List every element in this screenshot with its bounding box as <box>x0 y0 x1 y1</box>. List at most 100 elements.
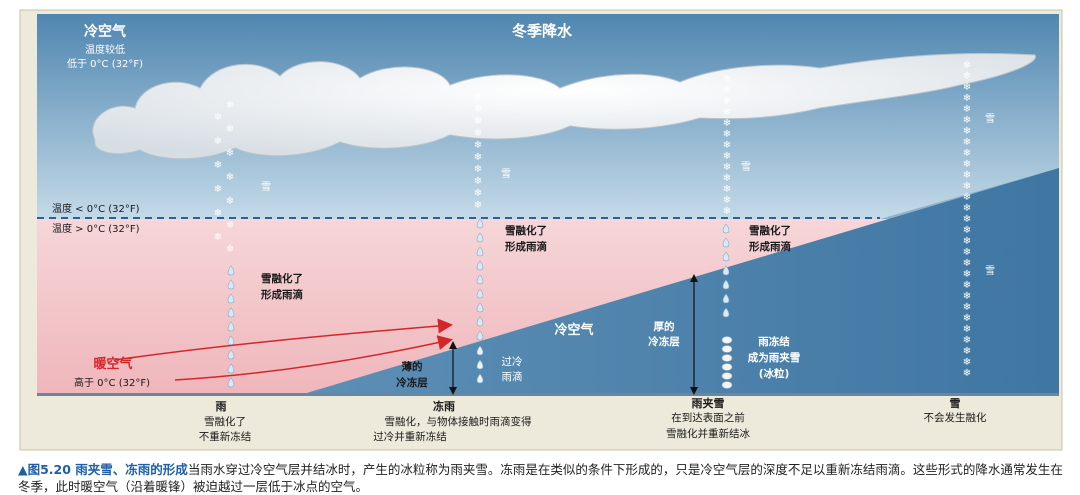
ground-line <box>37 393 1059 396</box>
ice-pellet-icon <box>722 364 732 371</box>
ice-pellet-icon <box>722 337 732 344</box>
snowflake-icon: ❄ <box>723 96 731 107</box>
snowflake-icon: ❄ <box>963 357 971 368</box>
figure-caption: ▲图5.20 雨夹雪、冻雨的形成当雨水穿过冷空气层并结冰时，产生的冰粒称为雨夹雪… <box>18 461 1068 495</box>
snowflake-icon: ❄ <box>723 173 731 184</box>
melt-label-1a: 雪融化了 <box>261 272 303 285</box>
snow-label-5: 雪 <box>985 265 995 277</box>
snowflake-icon: ❄ <box>723 195 731 206</box>
col-freezing-rain-name: 冻雨 <box>433 399 455 413</box>
snowflake-icon: ❄ <box>214 184 222 195</box>
supercooled-label-b: 雨滴 <box>502 370 523 383</box>
snowflake-icon: ❄ <box>723 118 731 129</box>
snowflake-icon: ❄ <box>474 200 482 211</box>
snow-label-1: 雪 <box>261 181 271 193</box>
snowflake-icon: ❄ <box>474 176 482 187</box>
snow-label-4: 雪 <box>985 113 995 125</box>
snowflake-icon: ❄ <box>474 140 482 151</box>
snowflake-icon: ❄ <box>723 151 731 162</box>
snowflake-icon: ❄ <box>474 164 482 175</box>
snowflake-icon: ❄ <box>963 82 971 93</box>
snowflake-icon: ❄ <box>963 269 971 280</box>
snowflake-icon: ❄ <box>226 124 234 135</box>
snowflake-icon: ❄ <box>214 136 222 147</box>
snowflake-icon: ❄ <box>723 107 731 118</box>
snowflake-icon: ❄ <box>963 181 971 192</box>
melt-label-2b: 形成雨滴 <box>505 240 547 253</box>
col-sleet-desc-b: 雪融化并重新结冰 <box>666 427 750 440</box>
snowflake-icon: ❄ <box>723 74 731 85</box>
figure-label: ▲图5.20 雨夹雪、冻雨的形成 <box>18 462 188 477</box>
melt-label-3a: 雪融化了 <box>749 224 791 237</box>
snowflake-icon: ❄ <box>963 313 971 324</box>
snowflake-icon: ❄ <box>963 346 971 357</box>
col-rain-name: 雨 <box>216 400 227 413</box>
snowflake-icon: ❄ <box>963 93 971 104</box>
snowflake-icon: ❄ <box>963 71 971 82</box>
cold-air-line2: 低于 0°C (32°F) <box>67 57 143 70</box>
col-freezing-rain-desc-a: 雪融化，与物体接触时雨滴变得 <box>385 415 532 428</box>
snowflake-icon: ❄ <box>963 137 971 148</box>
warm-air-title: 暖空气 <box>93 356 132 372</box>
snowflake-icon: ❄ <box>474 104 482 115</box>
snowflake-icon: ❄ <box>226 148 234 159</box>
thin-layer-label-a: 薄的 <box>402 360 423 373</box>
snowflake-icon: ❄ <box>474 92 482 103</box>
col-sleet-name: 雨夹雪 <box>692 396 725 410</box>
snow-label-3: 雪 <box>741 161 751 173</box>
cold-air-line1: 温度较低 <box>85 43 125 56</box>
snowflake-icon: ❄ <box>474 152 482 163</box>
snowflake-icon: ❄ <box>723 206 731 217</box>
snowflake-icon: ❄ <box>963 214 971 225</box>
thin-layer-label-b: 冷冻层 <box>396 376 428 389</box>
col-rain-desc-a: 雪融化了 <box>204 415 246 428</box>
cold-air-wedge-label: 冷空气 <box>554 322 593 338</box>
ice-pellet-icon <box>722 355 732 362</box>
snowflake-icon: ❄ <box>723 129 731 140</box>
thick-layer-label-a: 厚的 <box>654 320 675 333</box>
supercooled-label-a: 过冷 <box>502 355 523 368</box>
sleet-note-c: (冰粒) <box>759 367 790 380</box>
temp-above-label: 温度 > 0°C (32°F) <box>52 222 140 235</box>
snowflake-icon: ❄ <box>963 291 971 302</box>
melt-label-1b: 形成雨滴 <box>261 288 303 301</box>
snowflake-icon: ❄ <box>963 60 971 71</box>
snowflake-icon: ❄ <box>963 148 971 159</box>
snowflake-icon: ❄ <box>963 170 971 181</box>
sleet-note-a: 雨冻结 <box>758 335 790 348</box>
snowflake-icon: ❄ <box>474 128 482 139</box>
col-snow-desc-a: 不会发生融化 <box>924 411 987 424</box>
diagram-title: 冬季降水 <box>512 22 573 40</box>
snowflake-icon: ❄ <box>963 126 971 137</box>
cold-air-title: 冷空气 <box>84 23 126 40</box>
temp-below-label: 温度 < 0°C (32°F) <box>52 202 140 215</box>
snowflake-icon: ❄ <box>963 247 971 258</box>
snowflake-icon: ❄ <box>963 302 971 313</box>
ice-pellet-icon <box>722 346 732 353</box>
snowflake-icon: ❄ <box>226 220 234 231</box>
col-freezing-rain-desc-b: 过冷并重新冻结 <box>373 430 447 443</box>
snowflake-icon: ❄ <box>214 208 222 219</box>
ice-pellet-icon <box>722 382 732 389</box>
snow-label-2: 雪 <box>501 168 511 180</box>
melt-label-2a: 雪融化了 <box>505 224 547 237</box>
snowflake-icon: ❄ <box>963 324 971 335</box>
col-snow-name: 雪 <box>950 397 961 410</box>
snowflake-icon: ❄ <box>226 196 234 207</box>
snowflake-icon: ❄ <box>214 160 222 171</box>
snowflake-icon: ❄ <box>963 236 971 247</box>
snowflake-icon: ❄ <box>963 335 971 346</box>
snowflake-icon: ❄ <box>963 159 971 170</box>
col-sleet-desc-a: 在到达表面之前 <box>671 411 745 424</box>
snowflake-icon: ❄ <box>963 258 971 269</box>
ice-pellet-icon <box>722 373 732 380</box>
snowflake-icon: ❄ <box>723 85 731 96</box>
snowflake-icon: ❄ <box>226 100 234 111</box>
snowflake-icon: ❄ <box>226 172 234 183</box>
snowflake-icon: ❄ <box>214 232 222 243</box>
thick-layer-label-b: 冷冻层 <box>648 335 680 348</box>
snowflake-icon: ❄ <box>963 203 971 214</box>
snowflake-icon: ❄ <box>474 188 482 199</box>
snowflake-icon: ❄ <box>226 244 234 255</box>
precipitation-diagram: ❄❄❄❄❄❄❄❄❄❄❄❄❄❄❄❄❄❄❄❄❄❄❄❄❄❄❄❄❄❄❄❄❄❄❄❄❄❄❄❄… <box>0 0 1080 460</box>
